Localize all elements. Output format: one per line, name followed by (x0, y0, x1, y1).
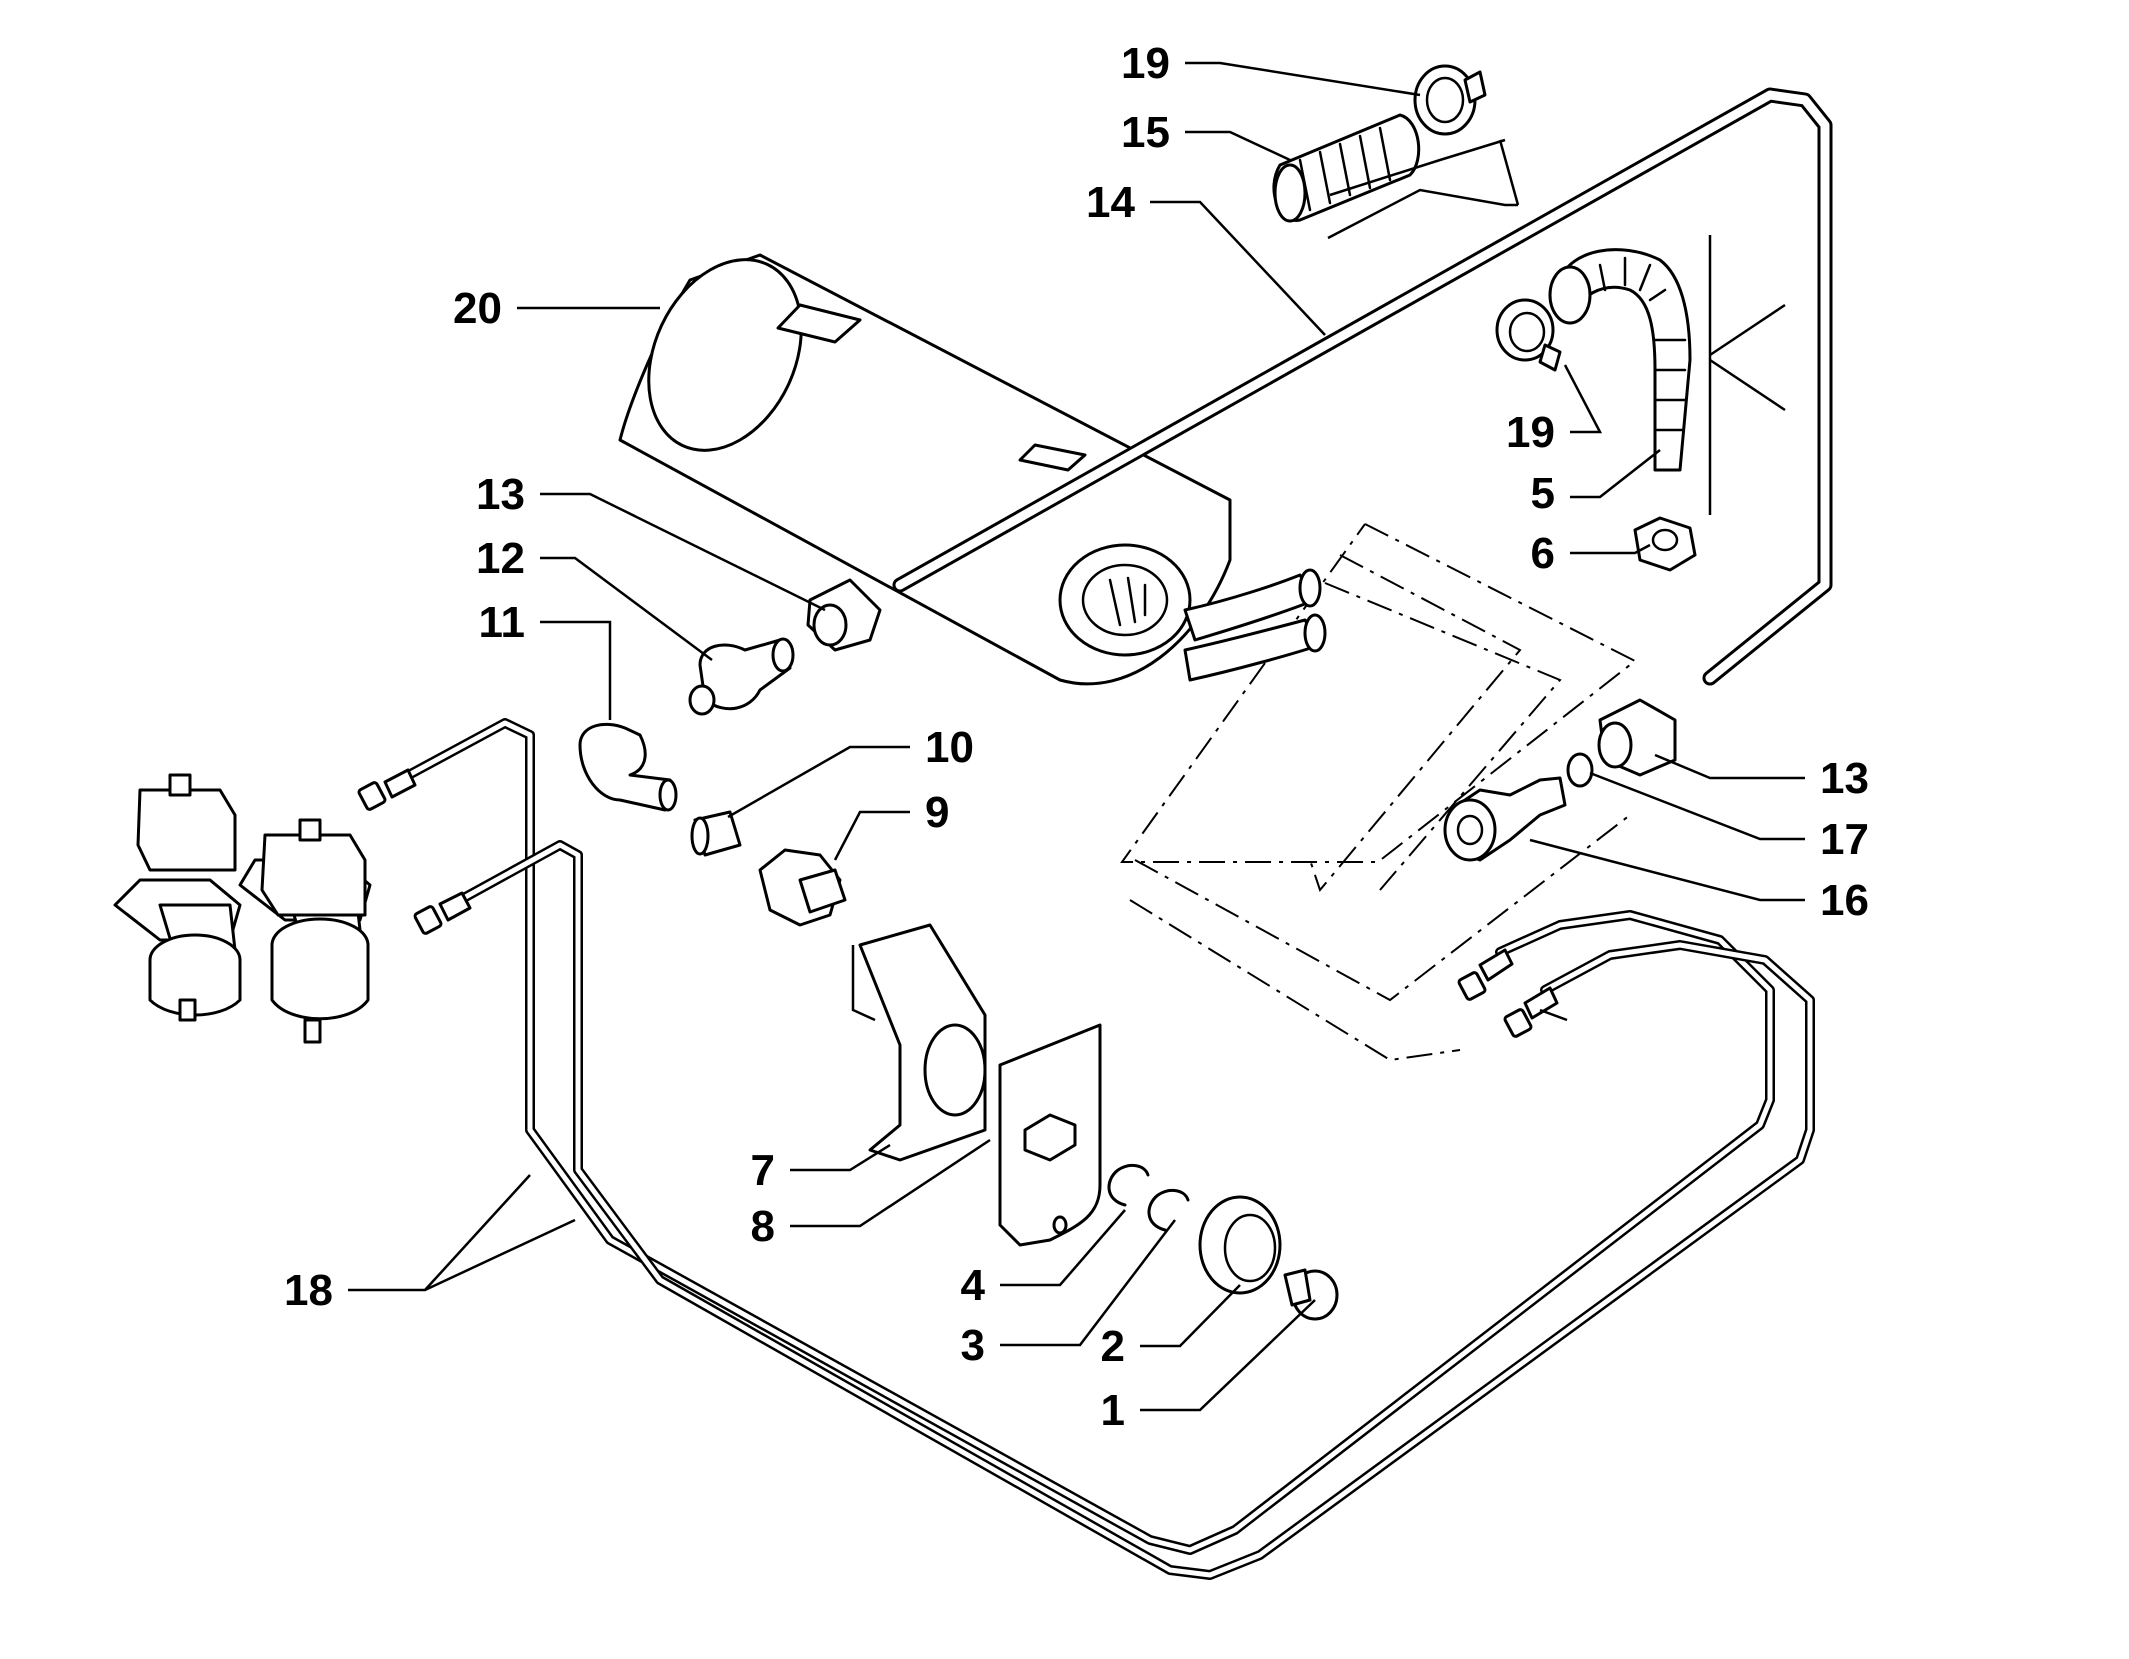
callout-15: 15 (1121, 108, 1170, 157)
rigid-pipe-14 (892, 87, 1833, 686)
cap-6 (1633, 516, 1697, 572)
fitting-12 (688, 637, 795, 716)
callout-13-left: 13 (476, 470, 525, 519)
callout-5: 5 (1531, 469, 1555, 518)
callout-19-middle: 19 (1506, 408, 1555, 457)
cover-2 (1198, 1195, 1282, 1295)
callout-1: 1 (1101, 1386, 1125, 1435)
callout-4: 4 (961, 1261, 986, 1310)
union-fitting-16 (1443, 776, 1567, 862)
plug-9 (758, 848, 847, 927)
nut-13-left (806, 578, 882, 652)
nut-13-right (1597, 698, 1677, 777)
callout-8: 8 (751, 1202, 775, 1251)
bellows-hose-15 (1272, 113, 1421, 223)
circlip-3 (1147, 1188, 1190, 1232)
mounting-outline (1120, 523, 1637, 1062)
callout-19-top: 19 (1121, 39, 1170, 88)
circlip-4 (1107, 1163, 1150, 1207)
clamp-19-top (1413, 64, 1487, 136)
callout-9: 9 (925, 788, 949, 837)
bracket-7 (858, 923, 987, 1162)
screw-1 (1283, 1268, 1339, 1321)
callout-16: 16 (1820, 876, 1869, 925)
callout-13-right: 13 (1820, 754, 1869, 803)
clamp-19-middle (1495, 298, 1562, 372)
callout-17: 17 (1820, 815, 1869, 864)
callout-6: 6 (1531, 529, 1555, 578)
elbow-fitting-11 (578, 722, 678, 812)
callout-labels: 1 2 3 4 5 6 7 8 9 10 11 12 13 13 14 15 1… (284, 39, 1869, 1435)
plate-8 (998, 1023, 1102, 1247)
callout-18: 18 (284, 1266, 333, 1315)
brake-chambers (113, 773, 372, 1044)
callout-7: 7 (751, 1146, 775, 1195)
leader-lines (348, 61, 1805, 1412)
callout-11: 11 (478, 598, 525, 647)
callout-3: 3 (961, 1321, 985, 1370)
reservoir-tank (618, 253, 1327, 686)
brake-lines-18 (400, 718, 1815, 1580)
washer-17 (1566, 752, 1594, 788)
callout-2: 2 (1101, 1322, 1125, 1371)
callout-12: 12 (476, 534, 525, 583)
callout-10: 10 (925, 723, 974, 772)
line-fittings (357, 768, 1559, 1038)
callout-14: 14 (1086, 178, 1135, 227)
corrugated-hose-5 (1548, 248, 1692, 472)
sleeve-10 (690, 810, 742, 857)
callout-20: 20 (453, 284, 502, 333)
